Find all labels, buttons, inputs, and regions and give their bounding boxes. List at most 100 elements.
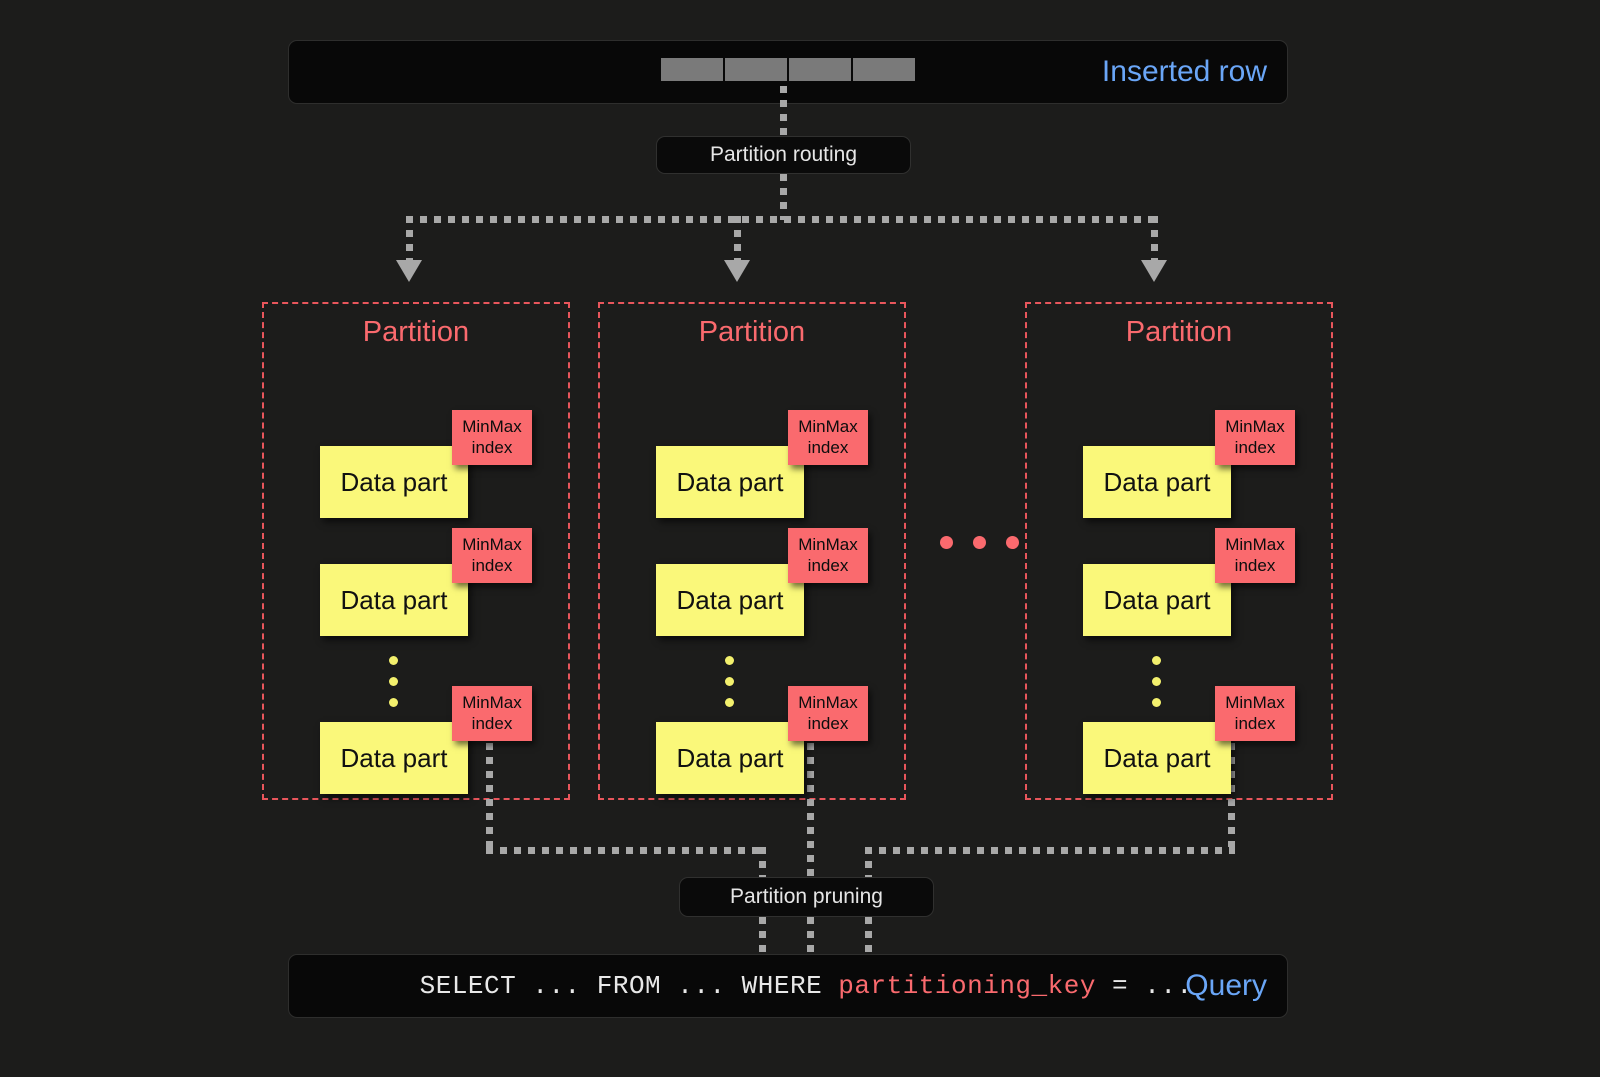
ellipsis-dot: [1152, 677, 1161, 686]
minmax-index-line2: index: [471, 556, 513, 575]
minmax-index-box[interactable]: MinMax index: [1215, 410, 1295, 465]
connector-bus-to-partition-3: [1151, 216, 1158, 264]
data-part-box[interactable]: Data part: [1083, 722, 1231, 794]
query-partitioning-key: partitioning_key: [838, 971, 1096, 1001]
minmax-index-line1: MinMax: [462, 417, 522, 436]
partition-routing-box[interactable]: Partition routing: [656, 136, 911, 174]
connector-row-to-routing: [780, 86, 787, 140]
data-part-ellipsis: [1152, 656, 1161, 707]
data-part-box[interactable]: Data part: [656, 564, 804, 636]
data-part-label: Data part: [340, 584, 448, 615]
data-part-box[interactable]: Data part: [320, 564, 468, 636]
minmax-index-line2: index: [1234, 556, 1276, 575]
partition-routing-label: Partition routing: [709, 143, 858, 166]
partition-box-2[interactable]: Partition MinMax index Data part MinMax …: [598, 302, 906, 800]
row-cell: [725, 58, 787, 81]
connector-pruning-to-partition-2: [807, 729, 814, 877]
ellipsis-dot: [725, 677, 734, 686]
query-label: Query: [1185, 969, 1267, 1002]
row-cell: [853, 58, 915, 81]
ellipsis-dot: [1152, 656, 1161, 665]
ellipsis-dot: [389, 677, 398, 686]
data-part-ellipsis: [725, 656, 734, 707]
minmax-index-line2: index: [807, 714, 849, 733]
connector-pruning-to-partition-1: [486, 729, 493, 847]
data-part-label: Data part: [676, 466, 784, 497]
minmax-index-line1: MinMax: [798, 417, 858, 436]
row-cell: [661, 58, 723, 81]
minmax-index-box[interactable]: MinMax index: [788, 410, 868, 465]
minmax-index-line2: index: [1234, 714, 1276, 733]
partition-pruning-box[interactable]: Partition pruning: [679, 877, 934, 917]
connector-query-to-pruning-center: [807, 917, 814, 955]
query-suffix: = ...: [1095, 971, 1193, 1001]
arrow-into-partition-3: [1141, 260, 1167, 282]
connector-bus-to-partition-2: [734, 216, 741, 264]
data-part-label: Data part: [1103, 584, 1211, 615]
connector-gather-left-drop: [759, 847, 766, 877]
minmax-index-line1: MinMax: [462, 535, 522, 554]
data-part-label: Data part: [340, 466, 448, 497]
partition-pruning-label: Partition pruning: [730, 885, 883, 908]
ellipsis-dot: [725, 698, 734, 707]
ellipsis-dot: [973, 536, 986, 549]
data-part-box[interactable]: Data part: [320, 722, 468, 794]
minmax-index-line1: MinMax: [1225, 693, 1285, 712]
minmax-index-line1: MinMax: [462, 693, 522, 712]
minmax-index-line1: MinMax: [1225, 535, 1285, 554]
minmax-index-line2: index: [807, 556, 849, 575]
ellipsis-dot: [389, 656, 398, 665]
ellipsis-dot: [389, 698, 398, 707]
ellipsis-dot: [1006, 536, 1019, 549]
connector-query-to-pruning-right: [865, 917, 872, 955]
minmax-index-line2: index: [471, 438, 513, 457]
partition-title: Partition: [362, 316, 470, 348]
minmax-index-line1: MinMax: [1225, 417, 1285, 436]
minmax-index-box[interactable]: MinMax index: [788, 686, 868, 741]
partition-title: Partition: [698, 316, 806, 348]
row-cell: [789, 58, 851, 81]
data-part-label: Data part: [676, 584, 784, 615]
connector-gather-right-drop: [865, 847, 872, 877]
minmax-index-box[interactable]: MinMax index: [452, 686, 532, 741]
connector-query-to-pruning-left: [759, 917, 766, 955]
connector-bus-to-partition-1: [406, 216, 413, 264]
data-part-box[interactable]: Data part: [656, 722, 804, 794]
query-text: SELECT ... FROM ... WHERE partitioning_k…: [323, 941, 1193, 1031]
connector-gather-left: [486, 847, 766, 854]
partition-box-1[interactable]: Partition MinMax index Data part MinMax …: [262, 302, 570, 800]
data-part-box[interactable]: Data part: [1083, 446, 1231, 518]
partition-box-3[interactable]: Partition MinMax index Data part MinMax …: [1025, 302, 1333, 800]
arrow-into-partition-1: [396, 260, 422, 282]
minmax-index-box[interactable]: MinMax index: [452, 528, 532, 583]
ellipsis-dot: [940, 536, 953, 549]
minmax-index-line2: index: [807, 438, 849, 457]
minmax-index-box[interactable]: MinMax index: [788, 528, 868, 583]
partitions-ellipsis: [940, 536, 1019, 549]
query-prefix: SELECT ... FROM ... WHERE: [419, 971, 839, 1001]
data-part-label: Data part: [340, 742, 448, 773]
data-part-label: Data part: [1103, 466, 1211, 497]
minmax-index-line2: index: [1234, 438, 1276, 457]
minmax-index-line2: index: [471, 714, 513, 733]
data-part-box[interactable]: Data part: [1083, 564, 1231, 636]
inserted-row-bar: Inserted row: [288, 40, 1288, 104]
minmax-index-line1: MinMax: [798, 535, 858, 554]
data-part-label: Data part: [1103, 742, 1211, 773]
minmax-index-box[interactable]: MinMax index: [452, 410, 532, 465]
data-part-box[interactable]: Data part: [320, 446, 468, 518]
minmax-index-line1: MinMax: [798, 693, 858, 712]
minmax-index-box[interactable]: MinMax index: [1215, 686, 1295, 741]
inserted-row-cells: [661, 58, 915, 81]
arrow-into-partition-2: [724, 260, 750, 282]
data-part-box[interactable]: Data part: [656, 446, 804, 518]
ellipsis-dot: [1152, 698, 1161, 707]
ellipsis-dot: [725, 656, 734, 665]
minmax-index-box[interactable]: MinMax index: [1215, 528, 1295, 583]
connector-routing-to-bus: [780, 174, 787, 220]
inserted-row-label: Inserted row: [1101, 55, 1267, 88]
partition-title: Partition: [1125, 316, 1233, 348]
connector-fanout-bus: [406, 216, 1158, 223]
connector-gather-right: [865, 847, 1235, 854]
